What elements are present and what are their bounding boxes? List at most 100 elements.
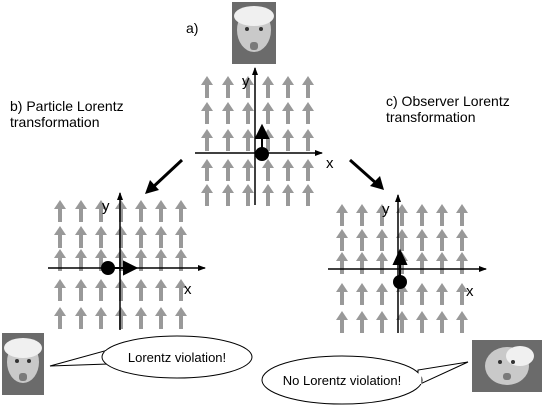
- portrait-right: [472, 340, 542, 392]
- transition-arrow-to-c: [349, 158, 378, 186]
- transition-arrow-to-c-head: [370, 176, 384, 190]
- portrait-left: [2, 333, 44, 395]
- panel-a-field-arrow: [222, 129, 234, 151]
- panel-c-field-arrow: [436, 229, 448, 251]
- panel-a-field-arrow: [242, 102, 254, 124]
- panel-b-field-arrow: [115, 226, 127, 248]
- speech-right-text: No Lorentz violation!: [283, 373, 402, 388]
- panel-b-field-arrow: [155, 279, 167, 301]
- speech-bubble-right: No Lorentz violation!: [261, 355, 469, 405]
- panel-b-field-arrow: [95, 200, 107, 222]
- panel-a-field-arrow: [302, 159, 314, 181]
- panel-c-field-arrow: [416, 311, 428, 333]
- panel-b-field-arrow: [135, 307, 147, 329]
- panel-c-field-arrow: [376, 229, 388, 251]
- panel-a-field-arrow: [222, 76, 234, 98]
- panel-c-field-arrow: [436, 252, 448, 274]
- panel-a-field-arrow: [222, 159, 234, 181]
- transition-arrow-to-b: [150, 158, 184, 190]
- panel-c-field-arrow: [436, 311, 448, 333]
- panel-b-field-arrow: [175, 279, 187, 301]
- panel-b-field-arrow: [155, 307, 167, 329]
- panel-b-field-arrow: [54, 307, 66, 329]
- panel-b-field-arrow: [75, 279, 87, 301]
- panel-b-field-arrow: [135, 226, 147, 248]
- panel-b-field-arrow: [175, 200, 187, 222]
- panel-a-field-arrow: [201, 159, 213, 181]
- panel-b-field-arrow: [75, 226, 87, 248]
- panel-a-field-arrow: [201, 184, 213, 206]
- panel-c-field-arrow: [436, 283, 448, 305]
- panel-a-x-label: x: [326, 155, 334, 172]
- panel-a-field-arrow: [282, 102, 294, 124]
- panel-c-field-arrow: [416, 204, 428, 226]
- panel-b-field: [54, 200, 187, 329]
- panel-a-field-arrow: [222, 102, 234, 124]
- panel-c-field-arrow: [336, 229, 348, 251]
- panel-b-field-arrow: [155, 226, 167, 248]
- panel-a-field-arrow: [242, 76, 254, 98]
- panel-a-field-arrow: [262, 159, 274, 181]
- panel-b-field-arrow: [54, 249, 66, 271]
- panel-a-field-arrow: [282, 184, 294, 206]
- panel-c-field-arrow: [396, 204, 408, 226]
- panel-a-field-arrow: [201, 76, 213, 98]
- panel-a-field-arrow: [282, 76, 294, 98]
- panel-a-field-arrow: [201, 102, 213, 124]
- panel-b-field-arrow: [175, 226, 187, 248]
- panel-c-field-arrow: [396, 229, 408, 251]
- panel-a-field-arrow: [262, 102, 274, 124]
- panel-c-field-arrow: [456, 229, 468, 251]
- panel-b-field-arrow: [155, 249, 167, 271]
- panel-c-x-label: x: [466, 283, 474, 300]
- panel-b-field-arrow: [75, 249, 87, 271]
- panel-a-field-arrow: [242, 184, 254, 206]
- panel-b-field-arrow: [135, 249, 147, 271]
- panel-b-field-arrow: [135, 279, 147, 301]
- speech-left-text: Lorentz violation!: [128, 350, 226, 365]
- panel-a-field-arrow: [302, 129, 314, 151]
- panel-c-y-label: y: [382, 201, 390, 218]
- panel-b-field-arrow: [155, 200, 167, 222]
- panel-b-field-arrow: [95, 249, 107, 271]
- panel-a-field-arrow: [242, 129, 254, 151]
- panel-c-field-arrow: [416, 229, 428, 251]
- panel-b-field-arrow: [135, 200, 147, 222]
- panel-b-field-arrow: [175, 307, 187, 329]
- panel-a-field-arrow: [302, 184, 314, 206]
- panel-b-momentum-arrow: [114, 260, 139, 276]
- panel-b-field-arrow: [75, 200, 87, 222]
- panel-a-particle: [255, 147, 269, 161]
- panel-a-field-arrow: [282, 159, 294, 181]
- panel-c-field-arrow: [356, 252, 368, 274]
- panel-b-field-arrow: [115, 200, 127, 222]
- panel-a-momentum-arrow: [254, 123, 270, 148]
- panel-c-momentum-arrow: [392, 248, 408, 276]
- panel-a-label: a): [186, 20, 199, 36]
- panel-b-field-arrow: [95, 226, 107, 248]
- panel-b-label: b) Particle Lorentz transformation: [10, 98, 124, 130]
- panel-c-field-arrow: [356, 283, 368, 305]
- panel-b-field-arrow: [54, 279, 66, 301]
- panel-b-field-arrow: [115, 307, 127, 329]
- panel-a-field: [201, 76, 314, 206]
- panel-c-field-arrow: [456, 283, 468, 305]
- panel-b-field-arrow: [115, 249, 127, 271]
- panel-a-field-arrow: [302, 76, 314, 98]
- panel-b-field-arrow: [95, 307, 107, 329]
- panel-b-field-arrow: [54, 200, 66, 222]
- panel-a-field-arrow: [222, 184, 234, 206]
- panel-b-particle: [101, 261, 115, 275]
- panel-b-field-arrow: [95, 279, 107, 301]
- panel-c-field-arrow: [336, 252, 348, 274]
- panel-c-particle: [393, 275, 407, 289]
- panel-a-field-arrow: [262, 184, 274, 206]
- panel-a-field-arrow: [262, 76, 274, 98]
- transition-arrow-to-b-head: [145, 180, 159, 194]
- panel-b-y-label: y: [102, 198, 110, 215]
- panel-c-field-arrow: [416, 252, 428, 274]
- panel-a-field-arrow: [201, 129, 213, 151]
- panel-c-field-arrow: [376, 311, 388, 333]
- panel-b-field-arrow: [115, 279, 127, 301]
